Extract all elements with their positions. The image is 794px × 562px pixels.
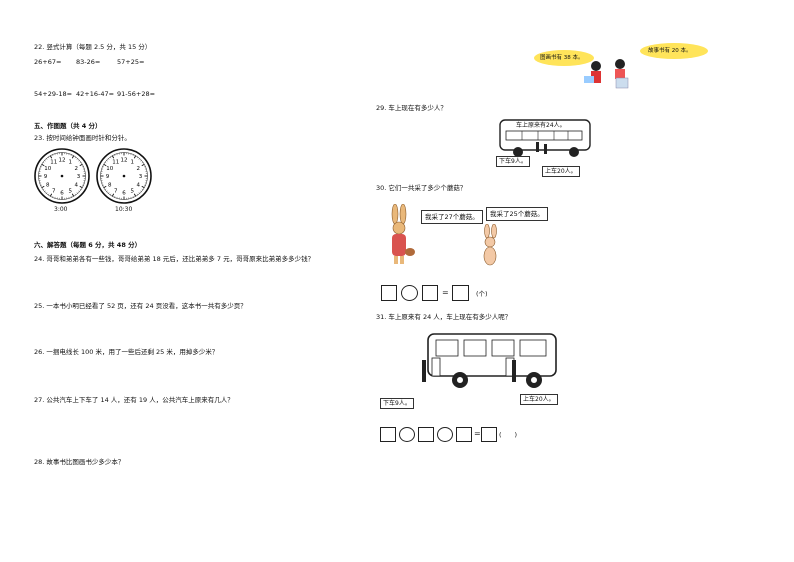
q22-item-1: 26+67= bbox=[34, 58, 62, 66]
q31-up-label: 上车20人。 bbox=[520, 394, 558, 405]
q31-down-label: 下车9人。 bbox=[380, 398, 414, 409]
rabbit-icon-1 bbox=[391, 204, 415, 264]
q30-bubble-1: 我采了27个蘑菇。 bbox=[421, 210, 483, 224]
clock-numeral: 10 bbox=[44, 166, 51, 172]
q23-text: 23. 按时间给钟面画时针和分针。 bbox=[34, 134, 131, 142]
q26-text: 26. 一捆电线长 100 米，用了一些后还剩 25 米，用掉多少米？ bbox=[34, 348, 219, 356]
clock-numeral: 7 bbox=[114, 188, 118, 194]
q28-bubble-2-text: 故事书有 20 本。 bbox=[648, 48, 692, 54]
clock-numeral: 2 bbox=[137, 166, 141, 172]
bus-icon-1 bbox=[499, 119, 591, 157]
clock-numeral: 9 bbox=[44, 174, 48, 180]
rabbit-icon-2 bbox=[483, 224, 497, 266]
clock-numeral: 5 bbox=[69, 188, 73, 194]
q30-equals: = bbox=[442, 288, 449, 297]
clock-numeral: 8 bbox=[108, 182, 112, 188]
clock-numeral: 6 bbox=[122, 191, 126, 197]
q29-down-label: 下车9人。 bbox=[496, 156, 530, 167]
section-6-heading: 六、解答题（每题 6 分，共 48 分） bbox=[34, 241, 142, 249]
clock-numeral: 8 bbox=[46, 182, 50, 188]
clock-numeral: 5 bbox=[131, 188, 135, 194]
clock-numeral: 7 bbox=[52, 188, 56, 194]
q31-answer-box-4[interactable] bbox=[481, 427, 497, 442]
clock-numeral: 12 bbox=[121, 158, 128, 164]
section-5-heading: 五、作图题（共 4 分） bbox=[34, 122, 102, 130]
q30-unit: (个) bbox=[476, 290, 488, 298]
q29-text: 29. 车上现在有多少人？ bbox=[376, 104, 447, 112]
q29-up-label: 上车20人。 bbox=[542, 166, 580, 177]
clock-numeral: 6 bbox=[60, 191, 64, 197]
q22-item-5: 42+16-47= bbox=[76, 90, 115, 98]
clock-numeral: 12 bbox=[59, 158, 66, 164]
q24-text: 24. 哥哥和弟弟各有一些钱，哥哥给弟弟 18 元后，还比弟弟多 7 元，哥哥原… bbox=[34, 255, 315, 263]
q22-item-6: 91-56+28= bbox=[117, 90, 156, 98]
q30-answer-box-2[interactable] bbox=[422, 285, 438, 301]
clock-numeral: 10 bbox=[106, 166, 113, 172]
q22-item-4: 54+29-18= bbox=[34, 90, 73, 98]
q31-equals: = bbox=[474, 429, 481, 438]
clock-numeral: 4 bbox=[75, 182, 79, 188]
q30-operator-circle[interactable] bbox=[401, 285, 418, 301]
clock-numeral: 1 bbox=[131, 160, 135, 166]
clock-time-2: 10:30 bbox=[115, 206, 133, 213]
q22-title: 22. 竖式计算（每题 2.5 分，共 15 分） bbox=[34, 43, 152, 51]
q28-text: 28. 故事书比图画书少多少本？ bbox=[34, 458, 125, 466]
clock-numeral: 9 bbox=[106, 174, 110, 180]
q28-bubble-2 bbox=[640, 43, 708, 59]
q29-sign: 车上原来有24人。 bbox=[516, 122, 566, 129]
clock-time-1: 3:00 bbox=[54, 206, 68, 213]
q22-item-3: 57+25= bbox=[117, 58, 145, 66]
bus-icon-2 bbox=[422, 333, 557, 388]
q30-answer-box-3[interactable] bbox=[452, 285, 469, 301]
clock-numeral: 11 bbox=[50, 160, 57, 166]
q31-text: 31. 车上原来有 24 人，车上现在有多少人呢？ bbox=[376, 313, 512, 321]
q30-answer-box-1[interactable] bbox=[381, 285, 397, 301]
q31-answer-box-3[interactable] bbox=[456, 427, 472, 442]
q31-answer-box-2[interactable] bbox=[418, 427, 434, 442]
q28-bubble-1 bbox=[534, 50, 594, 66]
q25-text: 25. 一本书小明已经看了 52 页，还有 24 页没看，这本书一共有多少页？ bbox=[34, 302, 247, 310]
clock-numeral: 1 bbox=[69, 160, 73, 166]
clock-numeral: 11 bbox=[112, 160, 119, 166]
q31-answer-box-1[interactable] bbox=[380, 427, 396, 442]
q31-unit-paren: ( ) bbox=[499, 431, 518, 439]
q30-bubble-2: 我采了25个蘑菇。 bbox=[486, 207, 548, 221]
q30-text: 30. 它们一共采了多少个蘑菇？ bbox=[376, 184, 467, 192]
q27-text: 27. 公共汽车上下车了 14 人，还有 19 人，公共汽车上原来有几人？ bbox=[34, 396, 234, 404]
clock-numeral: 3 bbox=[77, 174, 81, 180]
q31-operator-circle-1[interactable] bbox=[399, 427, 415, 442]
clock-numeral: 4 bbox=[137, 182, 141, 188]
q22-item-2: 83-26= bbox=[76, 58, 101, 66]
children-icon bbox=[584, 59, 629, 89]
q31-operator-circle-2[interactable] bbox=[437, 427, 453, 442]
q28-bubble-1-text: 图画书有 38 本。 bbox=[540, 55, 584, 61]
clock-numeral: 2 bbox=[75, 166, 79, 172]
clock-numeral: 3 bbox=[139, 174, 143, 180]
